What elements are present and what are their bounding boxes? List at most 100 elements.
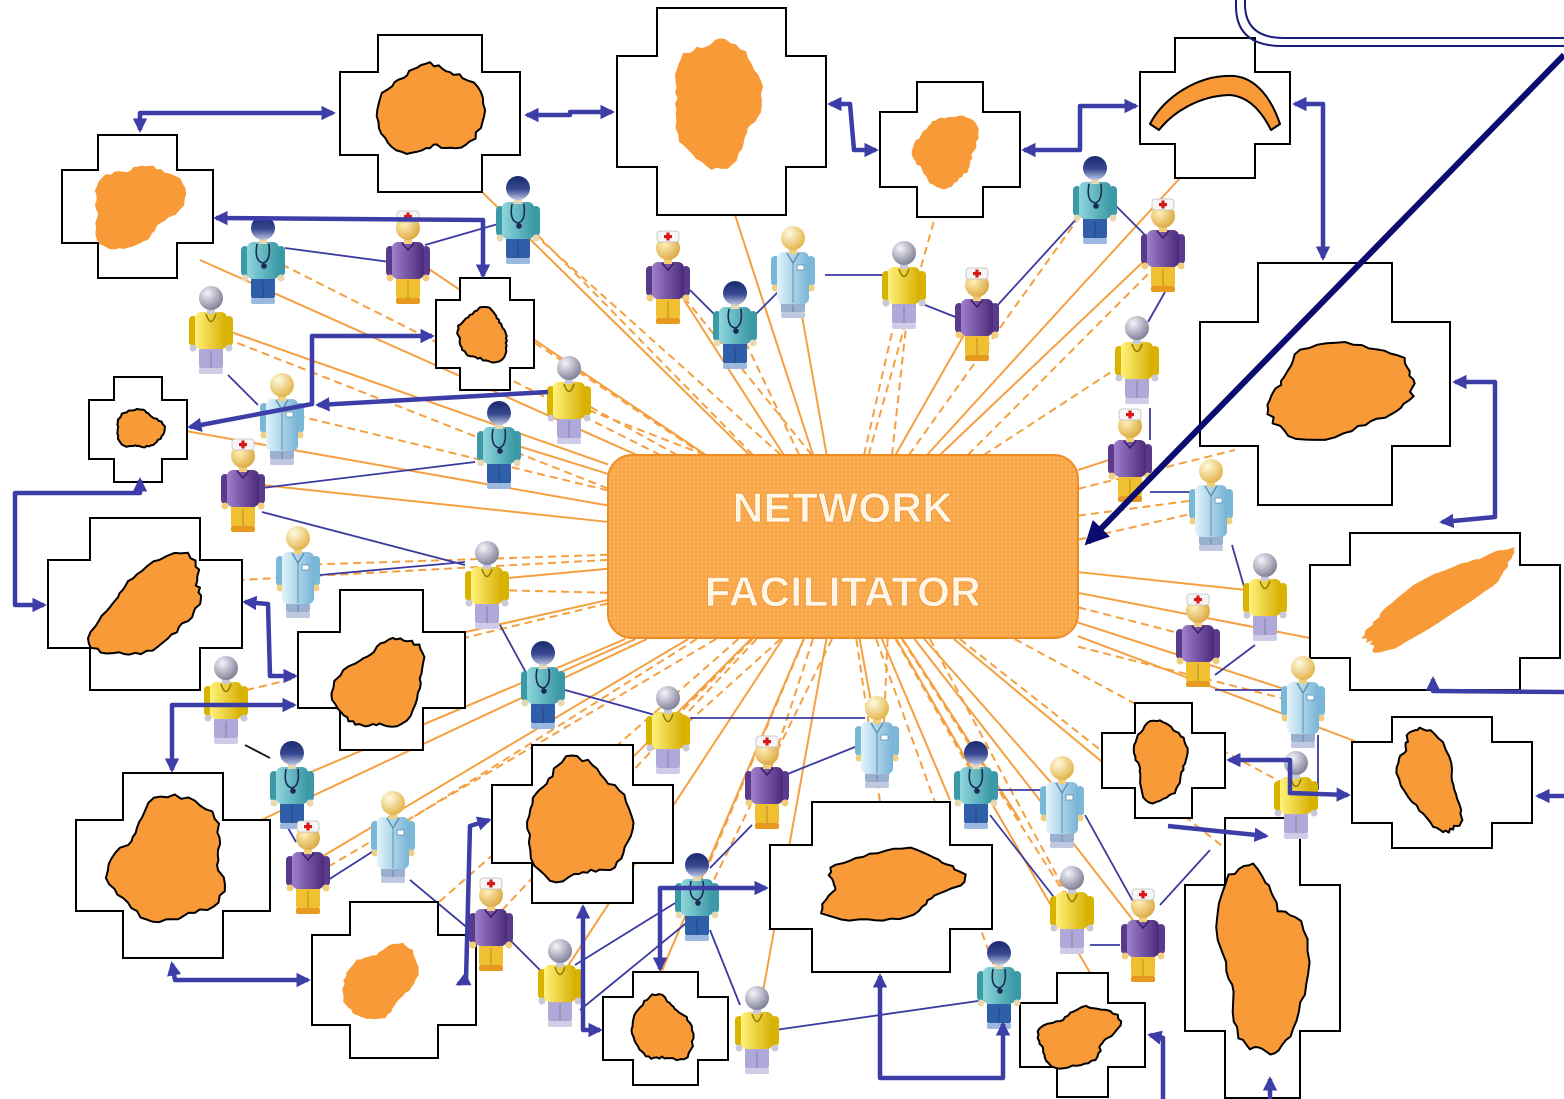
orange-link-line <box>673 638 782 736</box>
orange-link-line <box>959 638 1241 861</box>
person-link-line <box>1159 849 1211 906</box>
person-neck <box>539 663 547 669</box>
person-feet <box>1284 833 1308 839</box>
region <box>602 971 729 1086</box>
badge-icon <box>285 411 294 418</box>
region-link-arrow <box>1425 676 1564 695</box>
region-link-arrow <box>1292 96 1331 261</box>
region <box>311 901 477 1059</box>
person-hand <box>1317 714 1325 722</box>
person-hand <box>1243 611 1251 619</box>
region <box>491 744 674 904</box>
person-link-line <box>327 849 376 881</box>
person-feet <box>214 738 238 744</box>
person-hand <box>1040 814 1048 822</box>
orange-link-line <box>239 558 609 581</box>
person-neck <box>789 248 797 254</box>
region-link-arrow <box>455 816 492 987</box>
nurse-icon <box>1121 888 1165 982</box>
technician-icon <box>276 526 320 618</box>
orange-link-line <box>392 638 698 831</box>
person-hand <box>496 234 504 242</box>
region <box>339 34 521 193</box>
person-link-line <box>751 289 781 319</box>
orange-link-line <box>667 638 754 726</box>
person-head <box>685 853 709 877</box>
person-hand <box>1274 809 1282 817</box>
person-legs <box>964 802 988 824</box>
region <box>1309 532 1561 691</box>
person-hand <box>711 911 719 919</box>
person-link-line <box>284 247 391 263</box>
stethoscope-bell <box>290 788 296 794</box>
person-hand <box>574 997 582 1005</box>
orange-link-line <box>242 482 609 523</box>
stethoscope-bell <box>497 448 503 454</box>
region-map-shape <box>342 942 419 1020</box>
region-link-arrow <box>652 880 769 972</box>
person-hand <box>991 331 999 339</box>
person-feet <box>1186 681 1210 687</box>
person-head <box>723 281 747 305</box>
person-feet <box>548 1021 572 1027</box>
assistant-icon <box>882 241 926 329</box>
region <box>1139 37 1291 179</box>
badge-icon <box>1065 794 1074 801</box>
person-head <box>1199 459 1223 483</box>
lanyard-icon <box>662 713 674 723</box>
nurse-icon <box>386 210 430 304</box>
person-head <box>1284 751 1308 775</box>
person-hand <box>1151 374 1159 382</box>
uniform-collar <box>301 852 315 862</box>
person-neck <box>1139 916 1147 922</box>
person-legs <box>487 462 511 484</box>
orange-link-line <box>891 289 911 456</box>
person-legs <box>755 802 779 824</box>
person-hand <box>257 502 265 510</box>
person-neck <box>972 763 980 769</box>
orange-link-line <box>574 404 706 456</box>
person-neck <box>1159 226 1167 232</box>
red-cross-icon <box>1139 893 1147 897</box>
person-torso <box>1056 892 1088 929</box>
assistant-icon <box>189 286 233 374</box>
person-link-line <box>709 929 741 1006</box>
region-map-shape <box>820 846 967 922</box>
assistant-icon <box>465 541 509 629</box>
person-feet <box>1083 238 1107 244</box>
person-neck <box>207 308 215 314</box>
callout-border-inner <box>1244 0 1564 39</box>
person-hand <box>1225 517 1233 525</box>
region <box>1101 702 1226 819</box>
region-map-shape <box>1266 341 1416 441</box>
uniform-collar <box>760 767 774 777</box>
person-hand <box>1279 611 1287 619</box>
person-hand <box>1212 657 1220 665</box>
person-legs <box>506 237 530 259</box>
person-feet <box>656 768 680 774</box>
person-feet <box>286 612 310 618</box>
red-cross-icon <box>1194 598 1202 602</box>
person-torso <box>483 427 515 464</box>
person-feet <box>1291 742 1315 748</box>
person-neck <box>900 263 908 269</box>
person-feet <box>506 258 530 264</box>
region-map-shape <box>1132 719 1189 805</box>
person-head <box>1060 866 1084 890</box>
pointer-arrow <box>1084 52 1564 546</box>
person-legs <box>475 602 499 624</box>
person-hand <box>646 294 654 302</box>
region-map-shape <box>911 115 979 190</box>
person-hand <box>505 941 513 949</box>
person-legs <box>745 1047 769 1069</box>
person-feet <box>487 483 511 489</box>
assistant-icon <box>646 686 690 774</box>
person-hand <box>855 754 863 762</box>
region <box>61 134 214 279</box>
orange-link-line <box>1077 497 1212 517</box>
nurse-icon <box>1176 593 1220 687</box>
person-legs <box>965 334 989 356</box>
nurse-icon <box>955 267 999 361</box>
person-neck <box>239 466 247 472</box>
